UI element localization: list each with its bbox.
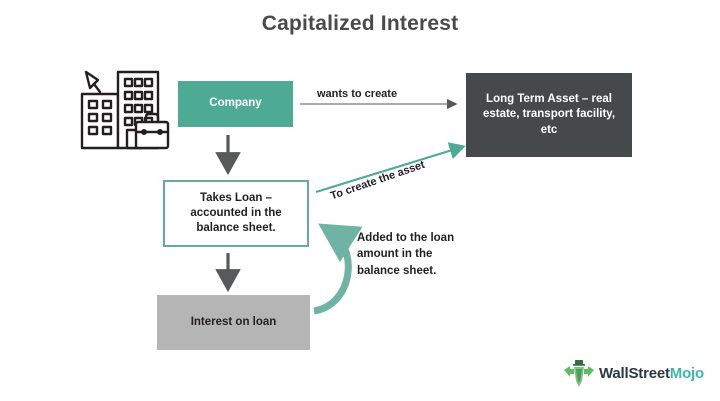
label-wants-to-create: wants to create [317,88,398,100]
briefcase-icon [134,112,170,150]
office-building-icon [74,64,174,154]
wallstreetmojo-bull-logo-icon [564,360,594,387]
arrow-interest-to-loan [313,223,363,315]
label-to-create-the-asset: To create the asset [329,158,427,203]
page-title: Capitalized Interest [261,12,459,35]
building-icon-svg [80,70,170,150]
logo-text-wallstreet: WallStreet [599,364,670,382]
node-long-term-asset[interactable]: Long Term Asset – real estate, transport… [466,73,632,157]
node-interest-on-loan[interactable]: Interest on loan [157,295,310,350]
logo-text-mojo: Mojo [669,364,704,382]
wallstreetmojo-logo[interactable]: WallStreetMojo [563,355,709,391]
node-company[interactable]: Company [178,81,293,127]
logo-wordmark: WallStreetMojo [599,365,704,382]
label-added-to-loan-amount: Added to the loan amount in the balance … [357,232,455,277]
node-takes-loan[interactable]: Takes Loan – accounted in the balance sh… [163,180,309,247]
satellite-dish-icon [84,70,102,94]
